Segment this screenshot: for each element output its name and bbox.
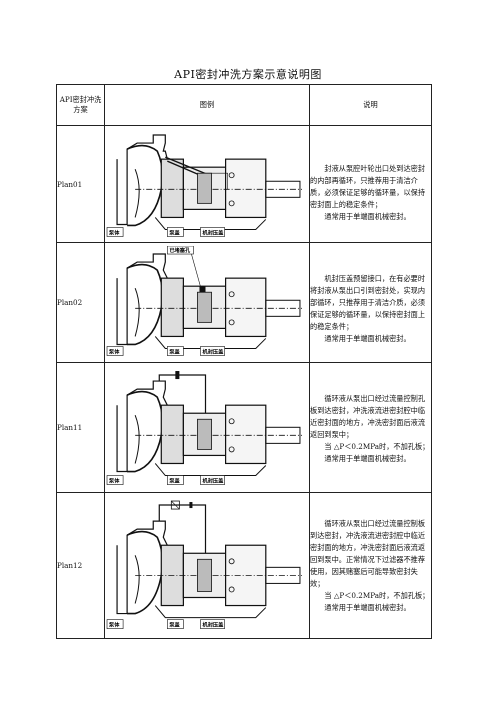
plan-name: Plan12 [56, 492, 105, 639]
label-pump-cover: 泵盖 [169, 348, 180, 356]
table-row-plan12: Plan12 [56, 492, 432, 639]
label-pump-cover: 泵盖 [169, 477, 180, 485]
plans-table: API密封冲洗方案 图例 说明 Plan01 [56, 84, 432, 639]
plan-diagram: 泵体 泵盖 机封压盖 [104, 362, 310, 493]
label-pump-body: 泵体 [109, 477, 120, 485]
plan-note: 通常用于单端面机械密封。 [324, 212, 411, 221]
plan-description: 机封压盖预留接口，在有必要时将封液从泵出口引到密封处，实现内部循环，只推荐用于清… [310, 273, 426, 331]
plan-note: 通常用于单端面机械密封。 [324, 602, 411, 612]
table-row-plan01: Plan01 泵体 [56, 125, 432, 243]
page-title: API密封冲洗方案示意说明图 [174, 68, 322, 81]
label-pump-body: 泵体 [109, 621, 120, 629]
plan-description-cell: 封液从泵腔叶轮出口处到达密封的内部再循环，只推荐用于清洁介质，必须保证足够的循环… [309, 125, 432, 243]
label-pump-cover: 泵盖 [169, 228, 180, 236]
pump-diagram-plan02: 已堵塞孔 泵体 泵盖 机封压盖 [105, 246, 306, 359]
plan-description-cell: 循环液从泵出口经过流量控制板到达密封，冲洗液流进密封腔中临近密封面的地方，冲洗密… [309, 492, 432, 639]
plan-name: Plan02 [56, 242, 105, 363]
plan-name: Plan11 [56, 362, 105, 493]
plan-name: Plan01 [56, 125, 105, 243]
plan-description: 循环液从泵出口经过流量控制板到达密封，冲洗液流进密封腔中临近密封面的地方，冲洗密… [310, 518, 426, 588]
header-plan: API密封冲洗方案 [56, 84, 105, 126]
plan-description: 循环液从泵出口经过流量控制孔板到达密封，冲洗液流进密封腔中临近密封面的地方，冲洗… [310, 394, 426, 439]
label-pump-cover: 泵盖 [169, 621, 180, 629]
plan-condition: 当 △P＜0.2MPa时，不加孔板； [324, 590, 430, 600]
plan-condition: 当 △P＜0.2MPa时，不加孔板； [324, 442, 430, 451]
plan-description: 封液从泵腔叶轮出口处到达密封的内部再循环，只推荐用于清洁介质，必须保证足够的循环… [310, 164, 426, 209]
plan-diagram: 泵体 泵盖 机封压盖 [104, 492, 310, 639]
header-diagram: 图例 [104, 84, 310, 126]
label-pump-body: 泵体 [109, 228, 120, 236]
header-description: 说明 [309, 84, 432, 126]
label-pump-body: 泵体 [109, 348, 120, 356]
plan-note: 通常用于单端面机械密封。 [324, 333, 411, 343]
plan-diagram: 泵体 泵盖 机封压盖 [104, 125, 310, 243]
plan-note: 通常用于单端面机械密封。 [324, 454, 411, 463]
label-seal-gland: 机封压盖 [202, 348, 224, 356]
label-seal-gland: 机封压盖 [202, 477, 224, 485]
table-row-plan11: Plan11 泵体 [56, 362, 432, 493]
plan-diagram: 已堵塞孔 泵体 泵盖 机封压盖 [104, 242, 310, 363]
label-seal-tap: 已堵塞孔 [169, 246, 191, 254]
table-row-plan02: Plan02 已堵塞孔 [56, 242, 432, 363]
table-header-row: API密封冲洗方案 图例 说明 [56, 84, 432, 126]
label-seal-gland: 机封压盖 [202, 621, 224, 629]
pump-diagram-plan01: 泵体 泵盖 机封压盖 [105, 128, 306, 240]
pump-diagram-plan11: 泵体 泵盖 机封压盖 [105, 367, 306, 488]
label-seal-gland: 机封压盖 [202, 228, 224, 236]
plan-description-cell: 机封压盖预留接口，在有必要时将封液从泵出口引到密封处，实现内部循环，只推荐用于清… [309, 242, 432, 363]
pump-diagram-plan12: 泵体 泵盖 机封压盖 [105, 497, 306, 634]
plan-description-cell: 循环液从泵出口经过流量控制孔板到达密封，冲洗液流进密封腔中临近密封面的地方，冲洗… [309, 362, 432, 493]
